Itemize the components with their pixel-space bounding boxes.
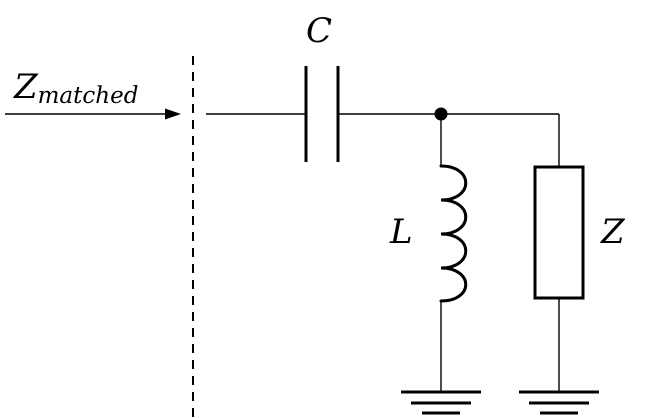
input-impedance-subscript: matched [38,83,139,109]
inductor [439,114,468,391]
input-arrow [5,108,181,120]
inductor-label: L [389,212,413,252]
ground-symbol-right [519,390,599,415]
capacitor [304,66,340,162]
input-impedance-label: Zmatched [13,67,138,109]
load-impedance [533,114,585,391]
input-impedance-symbol: Z [13,67,39,107]
capacitor-label: C [306,11,332,51]
ground-symbol-left [401,390,481,415]
load-impedance-label: Z [600,212,626,252]
